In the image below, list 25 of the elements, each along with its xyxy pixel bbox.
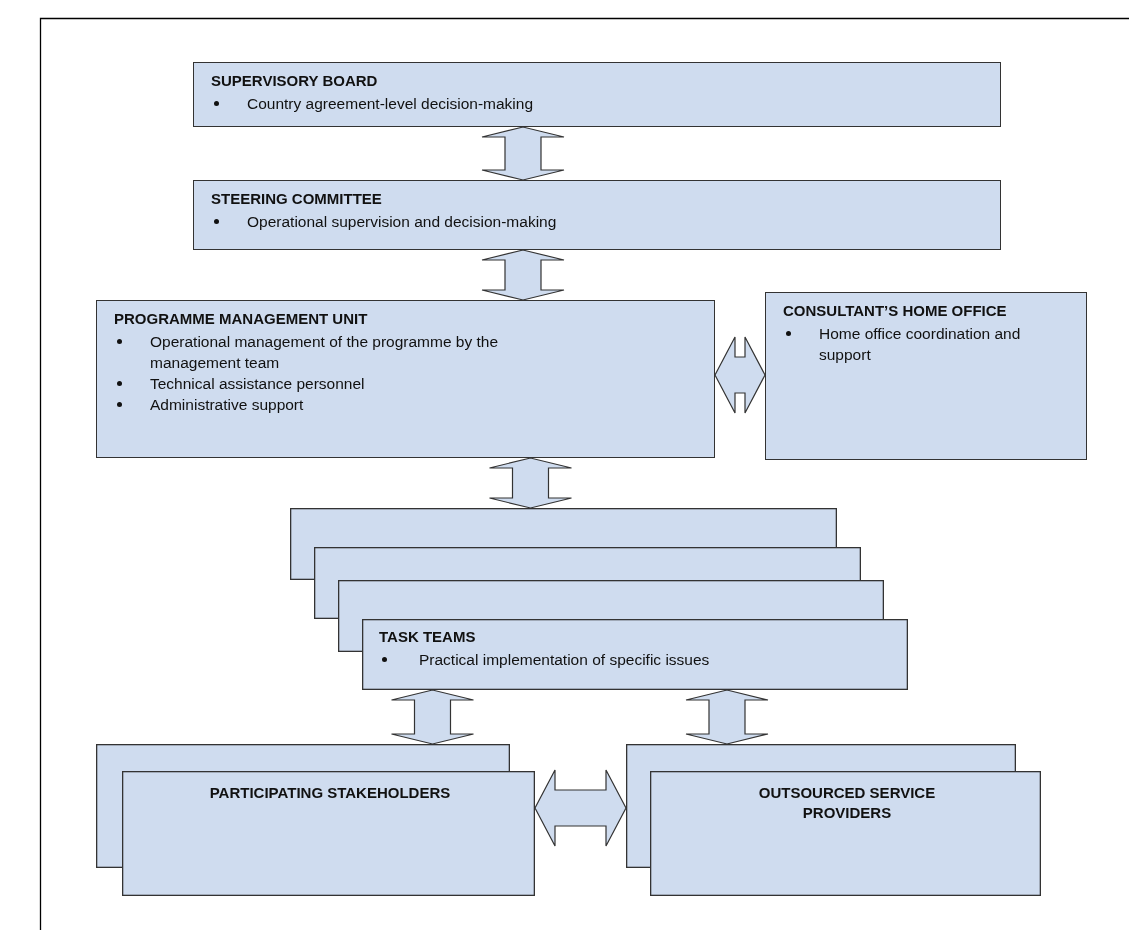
org-unit-box	[765, 292, 1087, 460]
double-block-arrow	[685, 689, 769, 745]
bullet-text: Country agreement-level decision-making	[247, 95, 534, 112]
bullet-text: Administrative support	[150, 396, 304, 413]
unit-title: PROGRAMME MANAGEMENT UNIT	[114, 309, 369, 329]
bullet-text: Practical implementation of specific issues	[419, 651, 710, 668]
unit-title: SUPERVISORY BOARD	[211, 71, 379, 91]
unit-title: PARTICIPATING STAKEHOLDERS	[208, 783, 452, 803]
unit-title: STEERING COMMITTEE	[211, 189, 383, 209]
org-unit-box	[96, 300, 715, 458]
double-block-arrow	[714, 336, 766, 414]
bullet-text: Operational supervision and decision-making	[247, 213, 557, 230]
double-block-arrow	[488, 457, 573, 509]
org-unit-box	[193, 62, 1001, 127]
bullet-text: Technical assistance personnel	[150, 375, 365, 392]
double-block-arrow	[390, 689, 475, 745]
unit-title: OUTSOURCED SERVICE PROVIDERS	[757, 783, 937, 823]
double-block-arrow	[481, 126, 565, 181]
double-block-arrow	[534, 769, 627, 847]
bullet-text: Home office coordination and support	[819, 325, 1021, 363]
bullet-text: Operational management of the programme by the management team	[150, 333, 499, 371]
org-unit-box	[193, 180, 1001, 250]
unit-title: CONSULTANT’S HOME OFFICE	[783, 301, 1008, 321]
double-block-arrow	[481, 249, 565, 301]
unit-title: TASK TEAMS	[379, 627, 477, 647]
